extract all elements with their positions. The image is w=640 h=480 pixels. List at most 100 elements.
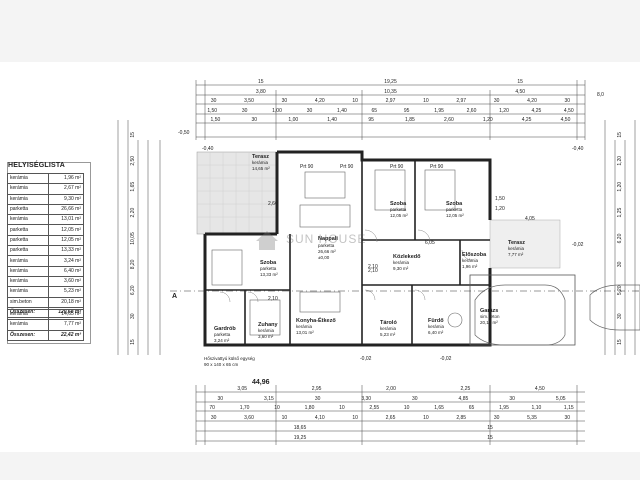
dimension-label: 30 <box>617 261 623 267</box>
room-label-detail: 3,24 m² <box>214 338 230 343</box>
dimension-label: 2,55 <box>369 405 379 411</box>
dimension-label: 10,35 <box>384 89 397 95</box>
bottom-margin <box>0 452 640 480</box>
room-label: Garázs <box>480 308 498 314</box>
dimension-label: 1,40 <box>337 108 347 114</box>
dimension-label: 15 <box>617 132 623 138</box>
opening-label: -0,40 <box>572 146 584 152</box>
dimension-label: 2,97 <box>386 98 396 104</box>
dimension-label: 19,25 <box>294 435 307 441</box>
dimension-label: 10 <box>274 405 280 411</box>
dimension-label: 2,60 <box>467 108 477 114</box>
dimension-label: 1,65 <box>434 405 444 411</box>
dimension-label: 30 <box>211 98 217 104</box>
room-label: Gardrób <box>214 326 236 332</box>
interior-walls <box>205 160 490 345</box>
room-label-detail: 9,30 m² <box>393 266 409 271</box>
dimension-label: 1,50 <box>211 117 221 123</box>
equipment-note: 90 x 140 x 65 cm <box>204 362 239 367</box>
dimension-label: 2,25 <box>461 386 471 392</box>
dimension-label: 1,95 <box>499 405 509 411</box>
dimension-label: 10 <box>282 415 288 421</box>
dimension-label: 30 <box>617 313 623 319</box>
opening-label: 2,10 <box>268 296 278 302</box>
dimension-label: 65 <box>469 405 475 411</box>
car-icon-2 <box>589 284 640 331</box>
opening-label: -0,40 <box>202 146 214 152</box>
dimension-label: 18,65 <box>294 425 307 431</box>
dimension-label: 30 <box>252 117 258 123</box>
dimension-label: 15 <box>517 79 523 85</box>
dimension-label: 10,05 <box>130 232 136 245</box>
room-label-detail: kerámia <box>428 324 445 329</box>
door-swings <box>219 229 473 303</box>
terrace-tile-grid <box>197 152 277 234</box>
room-label-detail: kerámia <box>296 324 313 329</box>
room-label: Konyha-Étkező <box>296 316 336 324</box>
room-label: Közlekedő <box>393 254 421 260</box>
opening-label: 6,05 <box>425 240 435 246</box>
room-label: Terasz <box>252 154 269 160</box>
opening-label: 1,20 <box>495 206 505 212</box>
dimension-label: 70 <box>209 405 215 411</box>
room-label: Szoba <box>446 201 463 207</box>
dimension-label: 10 <box>352 415 358 421</box>
dimension-label: 4,50 <box>564 108 574 114</box>
dimension-label: 5,35 <box>527 415 537 421</box>
dimension-label: 4,10 <box>315 415 325 421</box>
dimension-label: 1,20 <box>617 156 623 166</box>
dimension-label: 2,97 <box>456 98 466 104</box>
right-dimension: 8,0 <box>597 92 604 98</box>
opening-label: 4,05 <box>525 216 535 222</box>
dimension-label: 1,95 <box>434 108 444 114</box>
dimension-label: 1,25 <box>617 208 623 218</box>
dimension-label: 1,65 <box>130 182 136 192</box>
dimension-label: 10 <box>423 98 429 104</box>
opening-label: -0,02 <box>572 242 584 248</box>
dimension-label: 10 <box>423 415 429 421</box>
opening-label: 1,50 <box>495 196 505 202</box>
dimension-label: 5,20 <box>617 285 623 295</box>
room-label-detail: 14,65 m² <box>252 166 270 171</box>
dimension-label: 1,40 <box>327 117 337 123</box>
dimension-label: 10 <box>404 405 410 411</box>
dimension-label: 30 <box>211 415 217 421</box>
dimension-label: 8,20 <box>130 259 136 269</box>
room-list-total: 22,42 m² <box>48 329 84 341</box>
room-label-detail: parketta <box>214 332 231 337</box>
plan-title: 44,96 <box>252 379 270 386</box>
watermark: SUN HOUSE <box>250 228 400 252</box>
dimension-label: 6,20 <box>130 285 136 295</box>
room-list-total-row: Összesen:22,42 m² <box>7 329 84 341</box>
room-label-detail: parketta <box>260 266 277 271</box>
dimension-label: 30 <box>494 98 500 104</box>
room-label: Fürdő <box>428 318 444 324</box>
side-dimension-lines <box>117 120 636 355</box>
dimension-label: 1,85 <box>405 117 415 123</box>
dimension-label: 4,25 <box>532 108 542 114</box>
furniture <box>211 169 463 336</box>
dimension-label: 2,95 <box>312 386 322 392</box>
car-icon <box>474 284 566 346</box>
rear-terrace <box>489 219 561 269</box>
dimension-label: 3,05 <box>237 386 247 392</box>
dimension-label: 15 <box>617 339 623 345</box>
dimension-label: 95 <box>368 117 374 123</box>
dimension-label: 3,15 <box>264 396 274 402</box>
room-label-detail: 13,33 m² <box>260 272 278 277</box>
dimension-label: 1,00 <box>288 117 298 123</box>
dimension-label: 4,85 <box>459 396 469 402</box>
room-label-detail: 20,18 m² <box>480 320 498 325</box>
room-label-detail: sim.beton <box>480 314 500 319</box>
side-dimension-text: 152,501,652,2010,058,206,203015151,201,2… <box>130 132 623 345</box>
terrace-tiles <box>196 151 278 235</box>
dimension-label: 1,15 <box>564 405 574 411</box>
dimension-label: 10 <box>352 98 358 104</box>
room-label: Szoba <box>390 201 407 207</box>
room-label: Szoba <box>260 260 277 266</box>
room-list-title: HELYISÉGLISTA <box>8 162 66 169</box>
